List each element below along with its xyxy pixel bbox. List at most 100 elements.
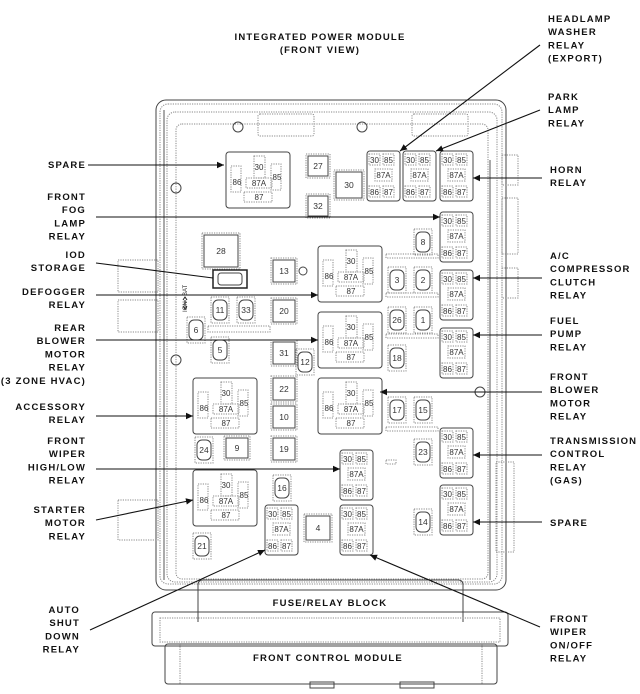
cartridge-fuse-32[interactable]: 32 bbox=[305, 193, 331, 219]
relay-body bbox=[192, 469, 258, 527]
mini-fuse-12[interactable]: 12 bbox=[295, 348, 315, 376]
callout-text-line: STORAGE bbox=[31, 263, 86, 274]
fuse-outline bbox=[270, 375, 298, 403]
cartridge-fuse-20[interactable]: 20 bbox=[270, 297, 298, 325]
mini-fuse-8[interactable]: 8 bbox=[413, 228, 433, 256]
mini-fuse-6[interactable]: 6 bbox=[186, 316, 206, 344]
cartridge-fuse-31[interactable]: 31 bbox=[270, 339, 298, 367]
front-control-module-label: FRONT CONTROL MODULE bbox=[253, 653, 403, 664]
relay-body bbox=[439, 327, 474, 379]
pin-87-label: 87 bbox=[347, 353, 356, 362]
fuse-relay-block-region: FUSE/RELAY BLOCK bbox=[151, 579, 509, 647]
mini-fuse-3[interactable]: 3 bbox=[387, 266, 407, 294]
cartridge-fuse-22[interactable]: 22 bbox=[270, 375, 298, 403]
callout-text-line: LAMP bbox=[54, 218, 86, 229]
mini-fuse-2[interactable]: 2 bbox=[413, 266, 433, 294]
cartridge-fuse-9[interactable]: 9 bbox=[223, 435, 251, 461]
pin-86-label: 86 bbox=[443, 249, 452, 258]
cartridge-fuse-13[interactable]: 13 bbox=[270, 257, 298, 285]
fuse-socket bbox=[413, 266, 433, 294]
cartridge-fuse-19[interactable]: 19 bbox=[270, 435, 298, 463]
pin-87-slot bbox=[355, 539, 368, 552]
fuse-number: 22 bbox=[279, 384, 289, 394]
relay-body bbox=[439, 427, 474, 479]
fuse-number: 1 bbox=[421, 315, 426, 325]
callout-text-line: IOD bbox=[66, 250, 87, 261]
fuse-body bbox=[196, 439, 212, 461]
leader-ac-clutch-arrowhead bbox=[473, 274, 480, 282]
mini-fuse-21[interactable]: 21 bbox=[192, 532, 212, 560]
mini-fuse-11[interactable]: 11 bbox=[210, 296, 230, 324]
fuse-outline bbox=[333, 169, 365, 201]
mini-fuse-5[interactable]: 5 bbox=[210, 336, 230, 364]
callout-text-line: FOG bbox=[62, 205, 86, 216]
callout-text-line: BLOWER bbox=[37, 336, 86, 347]
leader-front-blower-arrowhead bbox=[380, 388, 387, 396]
callout-text-line: HEADLAMP bbox=[548, 14, 611, 25]
pin-85-slot bbox=[362, 257, 374, 285]
mini-fuse-1[interactable]: 1 bbox=[413, 306, 433, 334]
iod-storage-slot[interactable] bbox=[212, 269, 248, 289]
callout-text-line: RELAY bbox=[49, 531, 86, 542]
cartridge-fuse-4[interactable]: 4 bbox=[303, 513, 333, 543]
callout-text-line: MOTOR bbox=[550, 398, 591, 409]
callout-text-line: RELAY bbox=[49, 476, 86, 487]
pin-86-slot bbox=[322, 325, 334, 353]
pin-30-slot bbox=[220, 381, 233, 405]
pin-87a-slot bbox=[337, 271, 365, 283]
pin-87-label: 87 bbox=[384, 188, 393, 197]
relay-body bbox=[366, 150, 401, 202]
mini-fuse-18[interactable]: 18 bbox=[387, 344, 407, 372]
fuse-number: 24 bbox=[199, 445, 209, 455]
pin-87-label: 87 bbox=[457, 522, 466, 531]
mini-fuse-16[interactable]: 16 bbox=[272, 474, 292, 502]
pin-87a-label: 87A bbox=[376, 171, 391, 180]
cartridge-fuse-27[interactable]: 27 bbox=[305, 153, 331, 179]
mini-fuse-17[interactable]: 17 bbox=[387, 396, 407, 424]
mini-fuse-33[interactable]: 33 bbox=[236, 296, 256, 324]
callout-text-line: PARK bbox=[548, 92, 579, 103]
cartridge-fuse-28[interactable]: 28 bbox=[201, 232, 241, 270]
pin-30-label: 30 bbox=[343, 455, 352, 464]
mini-fuse-26[interactable]: 26 bbox=[387, 306, 407, 334]
cartridge-fuse-30[interactable]: 30 bbox=[333, 169, 365, 201]
callout-text-line: RELAY bbox=[550, 654, 587, 665]
mini-fuse-14[interactable]: 14 bbox=[413, 508, 433, 536]
cartridge-fuse-10[interactable]: 10 bbox=[270, 403, 298, 431]
pin-85-slot bbox=[355, 452, 368, 465]
pin-86-slot bbox=[441, 246, 454, 259]
mini-fuse-23[interactable]: 23 bbox=[413, 438, 433, 466]
pin-87-slot bbox=[455, 304, 468, 317]
callout-text-line: RELAY bbox=[49, 232, 86, 243]
callout-text-line: SHUT bbox=[49, 618, 80, 629]
mini-fuse-24[interactable]: 24 bbox=[194, 436, 214, 464]
pin-87-slot bbox=[455, 462, 468, 475]
leader-park-lamp bbox=[435, 109, 541, 152]
callout-spare-left: SPARE bbox=[48, 160, 85, 171]
pin-30-slot bbox=[220, 473, 233, 497]
pin-87-label: 87 bbox=[457, 307, 466, 316]
relay-body bbox=[439, 269, 474, 321]
pin-87a-label: 87A bbox=[412, 171, 427, 180]
fuse-number: 6 bbox=[194, 325, 199, 335]
pin-87a-slot bbox=[212, 495, 240, 507]
mini-fuse-15[interactable]: 15 bbox=[413, 396, 433, 424]
